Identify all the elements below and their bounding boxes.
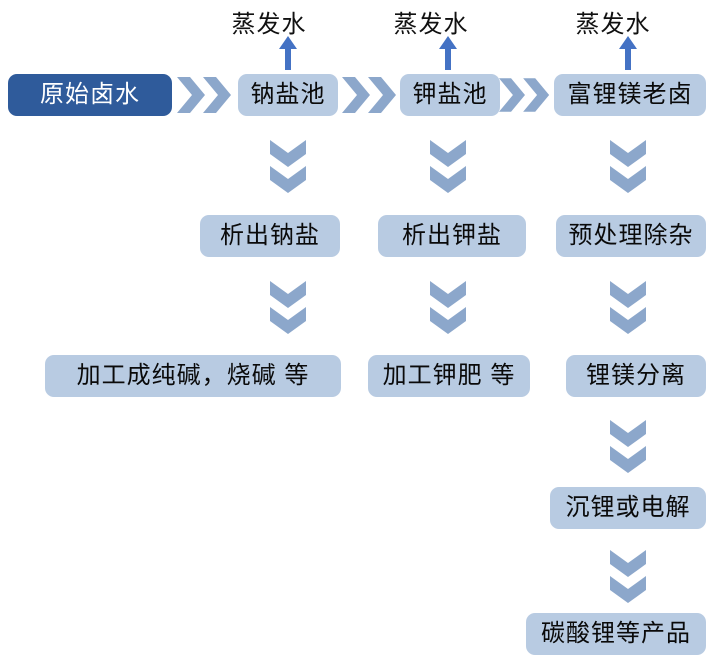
down-arrow-icon xyxy=(610,281,646,335)
node-sodium-pond: 钠盐池 xyxy=(238,74,338,116)
down-arrow-icon xyxy=(270,281,306,335)
up-arrow-icon xyxy=(439,36,457,70)
evaporation-label: 蒸发水 xyxy=(575,11,651,38)
node-old-brine: 富锂镁老卤 xyxy=(554,74,706,116)
node-process-potash: 加工钾肥 等 xyxy=(368,355,530,397)
right-arrow-icon xyxy=(177,77,233,113)
node-start: 原始卤水 xyxy=(8,74,172,116)
node-li-carbonate-products: 碳酸锂等产品 xyxy=(526,613,706,655)
down-arrow-icon xyxy=(430,140,466,194)
node-potassium-pond: 钾盐池 xyxy=(400,74,500,116)
up-arrow-icon xyxy=(619,36,637,70)
down-arrow-icon xyxy=(610,140,646,194)
node-li-mg-separation: 锂镁分离 xyxy=(566,355,706,397)
evaporation-label: 蒸发水 xyxy=(231,11,307,38)
down-arrow-icon xyxy=(610,420,646,474)
right-arrow-icon xyxy=(499,77,551,113)
node-precipitate-sodium: 析出钠盐 xyxy=(200,215,340,257)
node-precipitate-potassium: 析出钾盐 xyxy=(378,215,526,257)
evaporation-label: 蒸发水 xyxy=(393,11,469,38)
up-arrow-icon xyxy=(279,36,297,70)
down-arrow-icon xyxy=(610,550,646,604)
node-pretreatment: 预处理除杂 xyxy=(556,215,706,257)
right-arrow-icon xyxy=(342,77,398,113)
node-li-precipitation: 沉锂或电解 xyxy=(550,487,706,529)
down-arrow-icon xyxy=(270,140,306,194)
down-arrow-icon xyxy=(430,281,466,335)
node-process-soda: 加工成纯碱，烧碱 等 xyxy=(45,355,341,397)
